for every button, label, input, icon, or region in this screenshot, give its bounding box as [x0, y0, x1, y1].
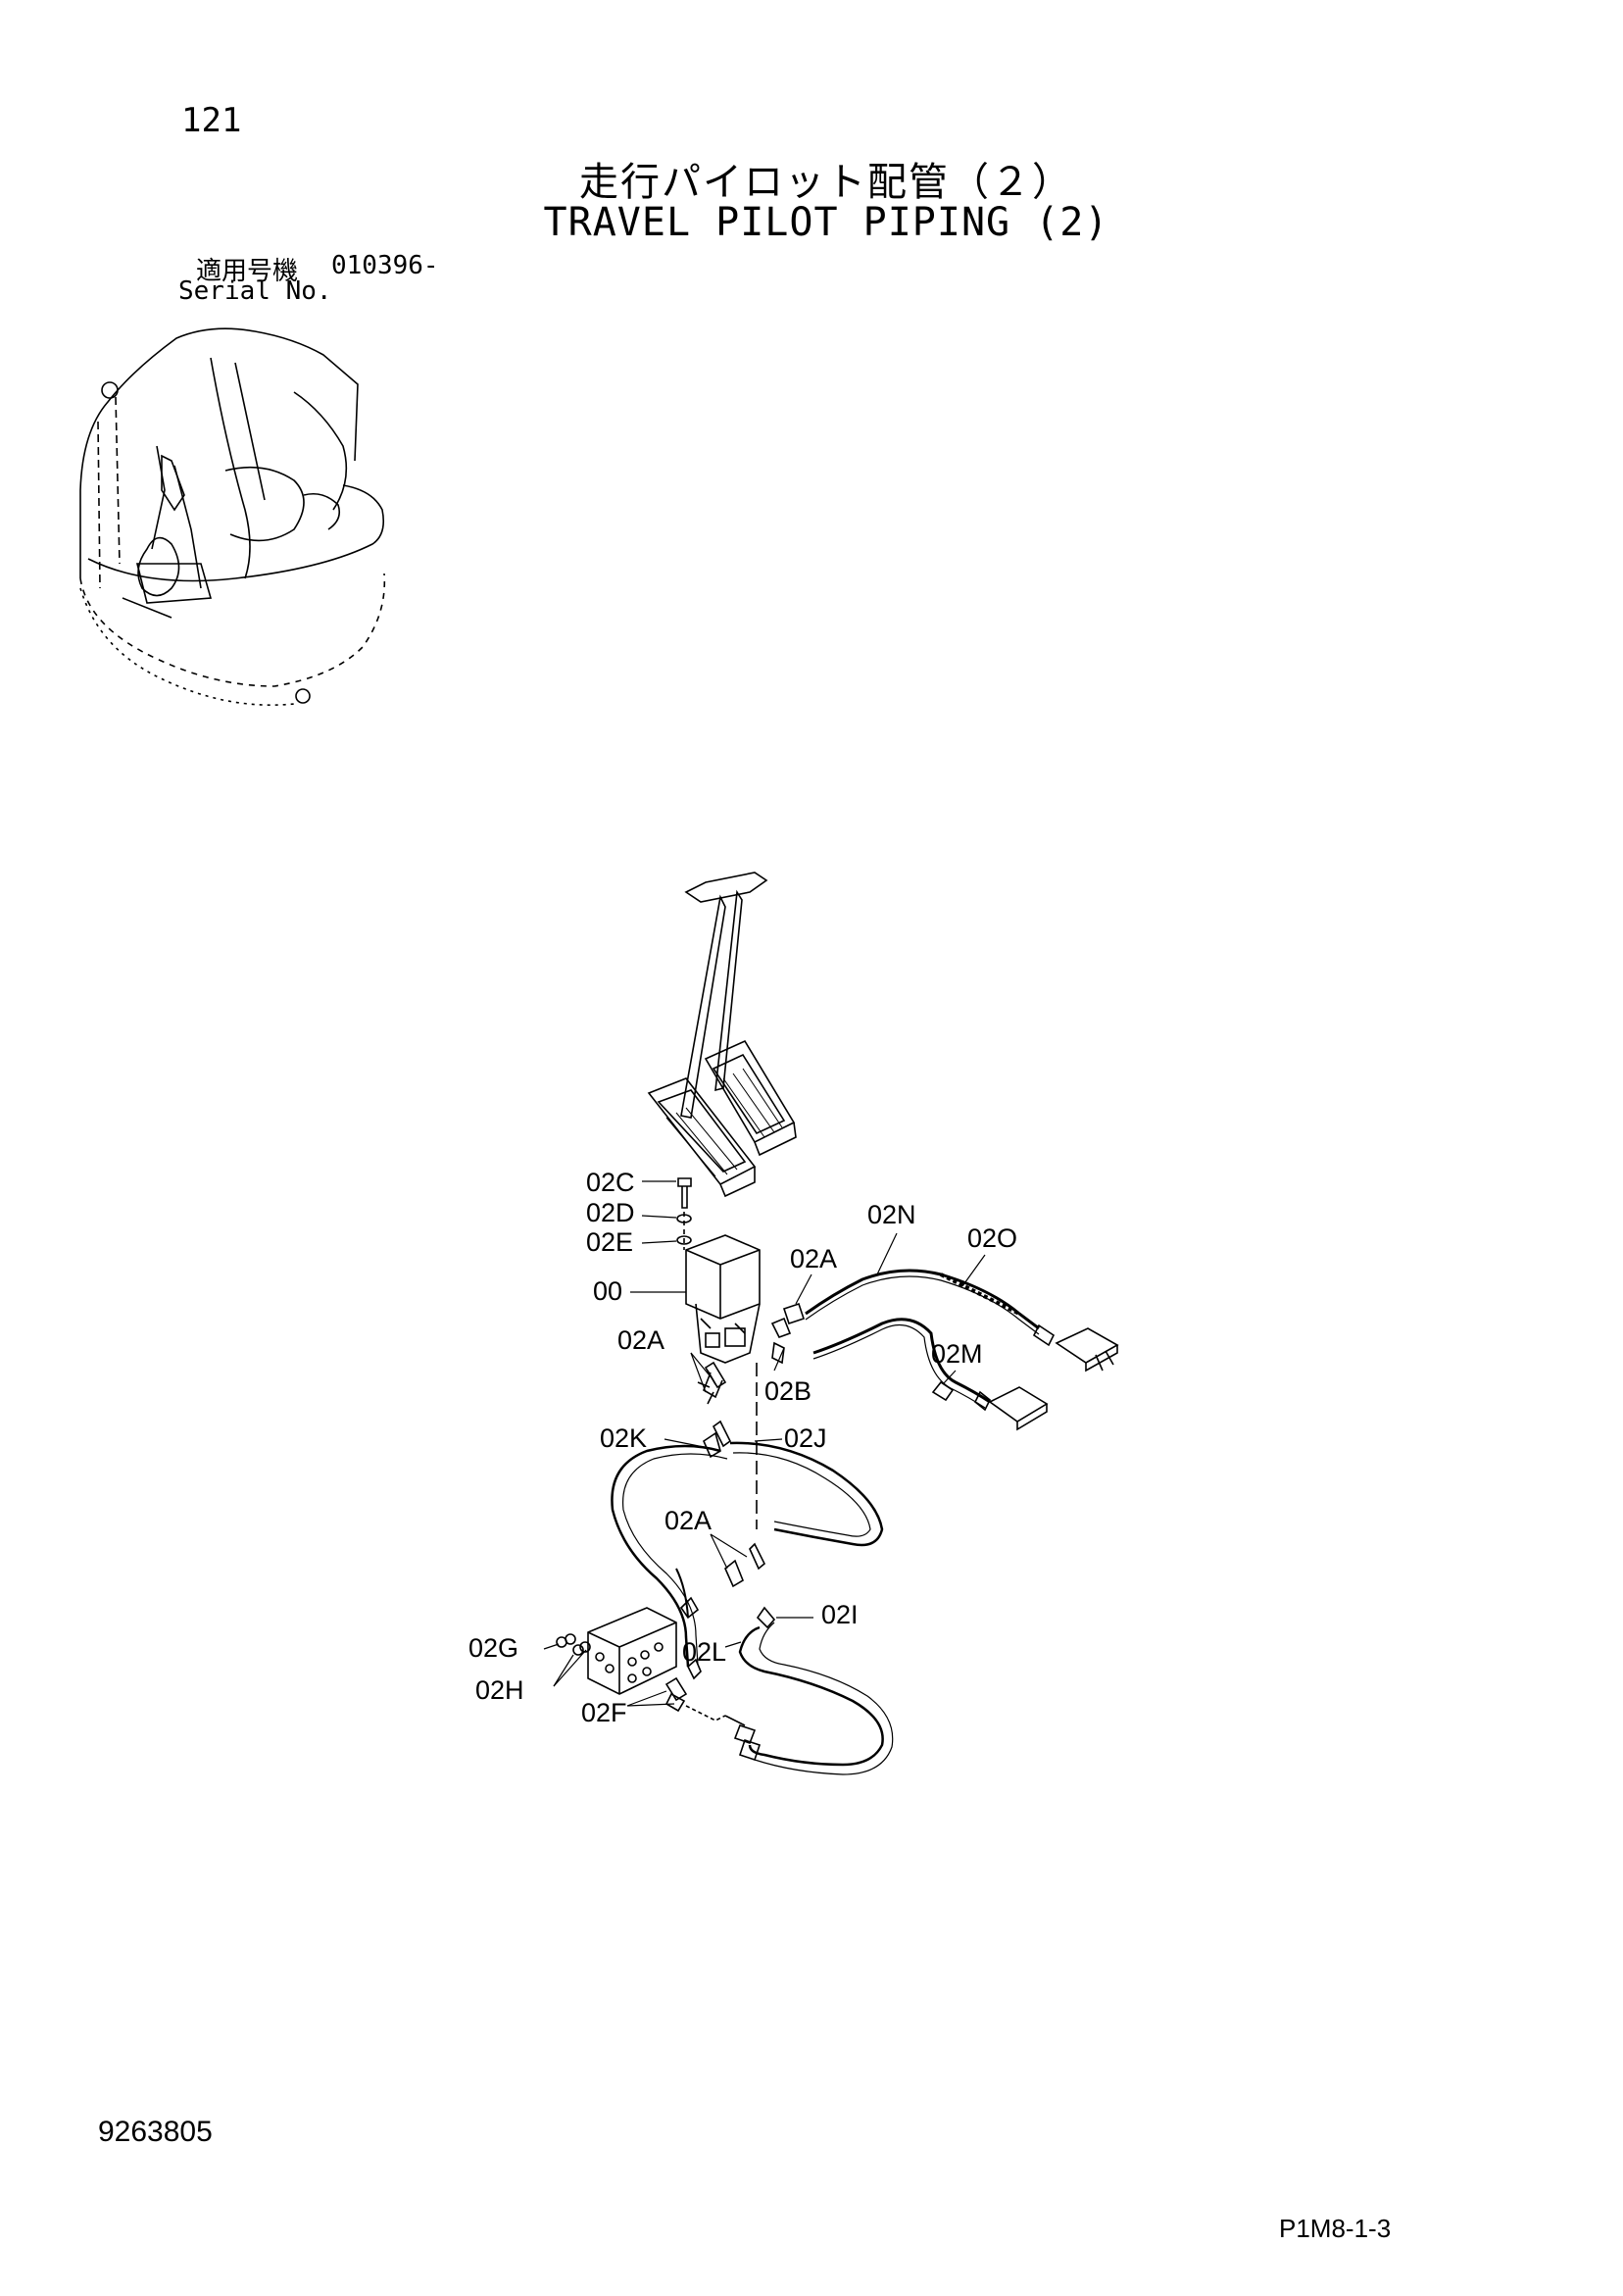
- serial-value: 010396-: [331, 251, 439, 280]
- callout-02H: 02H: [475, 1675, 524, 1705]
- hose-02N-02O: [805, 1269, 1119, 1373]
- travel-lever-pedal: [647, 872, 797, 1198]
- callout-00: 00: [593, 1276, 622, 1306]
- leader-lines: [543, 1180, 986, 1707]
- callout-02F: 02F: [581, 1698, 627, 1727]
- serial-label-english: Serial No.: [178, 276, 332, 306]
- callout-02I: 02I: [821, 1600, 859, 1629]
- hose-02M: [812, 1318, 1049, 1431]
- callout-02A-lower: 02A: [664, 1506, 712, 1535]
- callout-02K: 02K: [600, 1423, 647, 1453]
- hose-loop-02I-02L: [724, 1542, 894, 1775]
- callout-02M: 02M: [931, 1339, 983, 1369]
- pilot-valve-body: [685, 1234, 761, 1364]
- serial-label-japanese: 適用号機: [196, 257, 299, 286]
- title-japanese: 走行パイロット配管（２）: [579, 160, 1073, 205]
- callout-02L: 02L: [682, 1637, 726, 1667]
- callout-02B: 02B: [764, 1376, 812, 1406]
- callout-02O: 02O: [967, 1223, 1017, 1253]
- page-number: 121: [181, 101, 242, 140]
- callout-02J: 02J: [784, 1423, 827, 1453]
- callout-02C: 02C: [586, 1168, 635, 1197]
- callout-02G: 02G: [468, 1633, 518, 1663]
- document-number: 9263805: [98, 2116, 213, 2148]
- title-english: TRAVEL PILOT PIPING (2): [543, 200, 1109, 245]
- callout-02N: 02N: [867, 1200, 916, 1229]
- cab-overview-sketch: [79, 327, 386, 706]
- callout-02A-upper: 02A: [790, 1244, 837, 1273]
- hose-loop-02J-02K: [611, 1441, 884, 1680]
- page-code: P1M8-1-3: [1279, 2214, 1392, 2243]
- callout-02D: 02D: [586, 1198, 635, 1227]
- callout-labels: 02C 02D 02E 00 02A 02N 02O 02A 02M 02B 0…: [468, 1168, 1017, 1727]
- callout-02A-left: 02A: [617, 1325, 664, 1355]
- manifold-block: [556, 1568, 746, 1726]
- bolt-washer-stack: [676, 1177, 692, 1250]
- callout-02E: 02E: [586, 1227, 633, 1257]
